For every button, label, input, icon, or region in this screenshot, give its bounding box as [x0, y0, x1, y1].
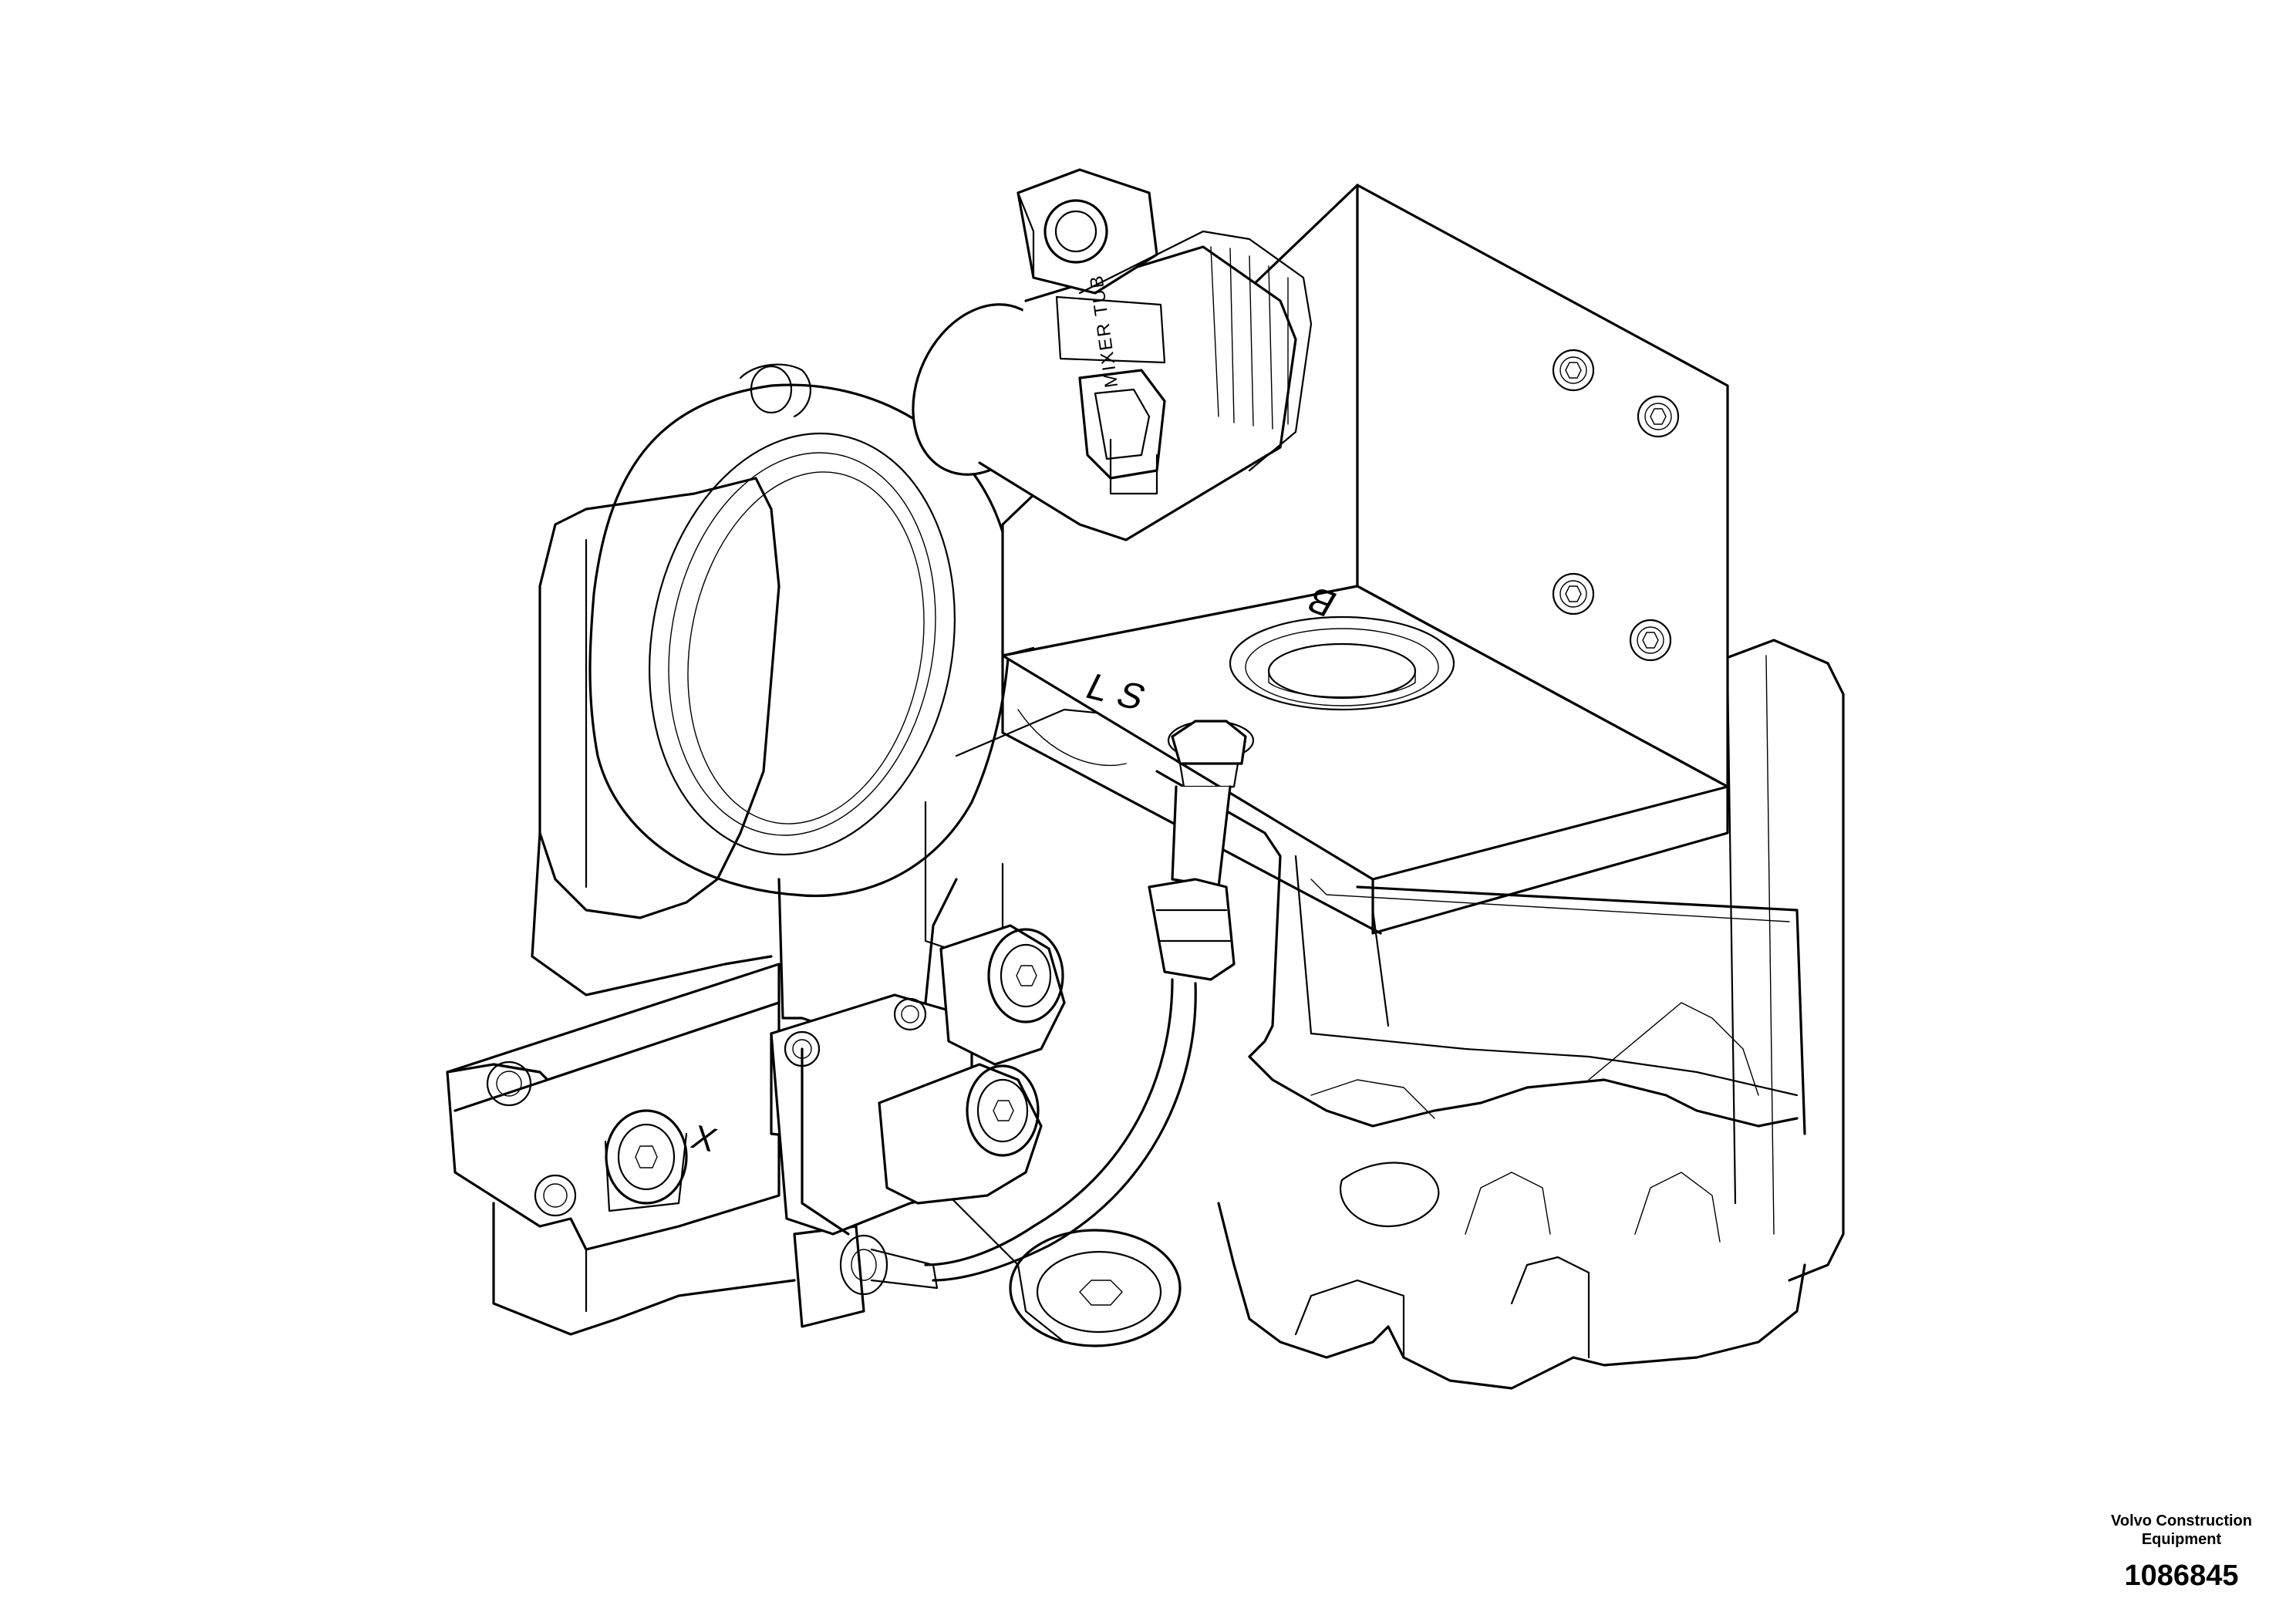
illustration-number: 1086845	[2124, 1560, 2239, 1592]
compensator-bracket	[770, 924, 1066, 1236]
ls-tube-fitting	[793, 720, 1255, 1328]
company-name-line1: Volvo Construction	[2111, 1512, 2252, 1529]
x-port-block	[446, 963, 796, 1336]
company-name-line2: Equipment	[2141, 1531, 2222, 1548]
solenoid-coil	[912, 168, 1313, 541]
title-block: Volvo Construction Equipment 1086845	[2067, 1512, 2296, 1593]
pump-housing	[531, 363, 1845, 1390]
cap-screws	[1552, 349, 1680, 662]
